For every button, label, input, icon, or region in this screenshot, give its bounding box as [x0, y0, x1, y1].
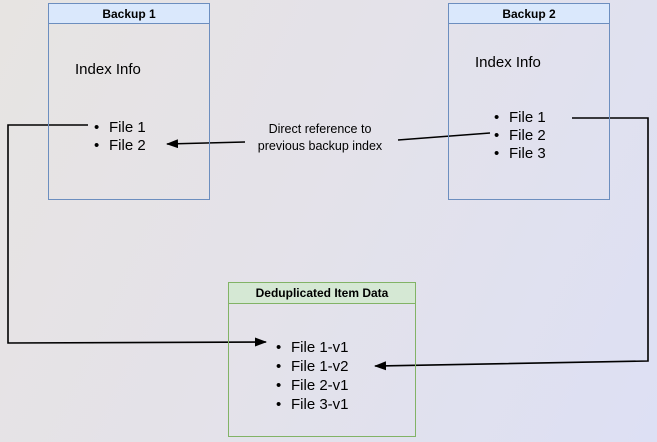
backup1-file-list: • File 1 • File 2 — [94, 119, 146, 155]
file-label: File 2 — [109, 137, 146, 154]
dedup-title: Deduplicated Item Data — [229, 283, 415, 304]
backup2-node: Backup 2 Index Info • File 1 • File 2 • Fil… — [448, 3, 610, 200]
list-item: • File 1 — [494, 109, 546, 127]
file-label: File 1-v1 — [291, 339, 349, 356]
file-label: File 2-v1 — [291, 377, 349, 394]
list-item: • File 2 — [94, 137, 146, 155]
backup1-node: Backup 1 Index Info • File 1 • File 2 — [48, 3, 210, 200]
backup1-title: Backup 1 — [49, 4, 209, 24]
bullet-icon: • — [276, 396, 282, 413]
bullet-icon: • — [276, 358, 282, 375]
backup2-title: Backup 2 — [449, 4, 609, 24]
list-item: • File 1-v2 — [276, 358, 349, 377]
list-item: • File 1 — [94, 119, 146, 137]
bullet-icon: • — [276, 339, 282, 356]
direct-reference-line2: previous backup index — [257, 139, 383, 153]
list-item: • File 3-v1 — [276, 396, 349, 415]
backup2-file-list: • File 1 • File 2 • File 3 — [494, 109, 546, 163]
direct-reference-label: Direct reference to previous backup inde… — [245, 121, 395, 155]
file-label: File 2 — [509, 127, 546, 144]
dedup-node: Deduplicated Item Data • File 1-v1 • File … — [228, 282, 416, 437]
file-label: File 1 — [509, 109, 546, 126]
file-label: File 3 — [509, 145, 546, 162]
file-label: File 3-v1 — [291, 396, 349, 413]
backup1-subtitle: Index Info — [75, 61, 141, 78]
bullet-icon: • — [494, 109, 500, 126]
dedup-file-list: • File 1-v1 • File 1-v2 • File 2-v1 • File 3… — [276, 339, 349, 415]
list-item: • File 3 — [494, 145, 546, 163]
backup2-subtitle: Index Info — [475, 54, 541, 71]
list-item: • File 2 — [494, 127, 546, 145]
bullet-icon: • — [494, 127, 500, 144]
bullet-icon: • — [94, 137, 100, 154]
file-label: File 1-v2 — [291, 358, 349, 375]
file-label: File 1 — [109, 119, 146, 136]
list-item: • File 1-v1 — [276, 339, 349, 358]
direct-reference-line1: Direct reference to — [268, 122, 372, 136]
bullet-icon: • — [94, 119, 100, 136]
bullet-icon: • — [276, 377, 282, 394]
list-item: • File 2-v1 — [276, 377, 349, 396]
bullet-icon: • — [494, 145, 500, 162]
